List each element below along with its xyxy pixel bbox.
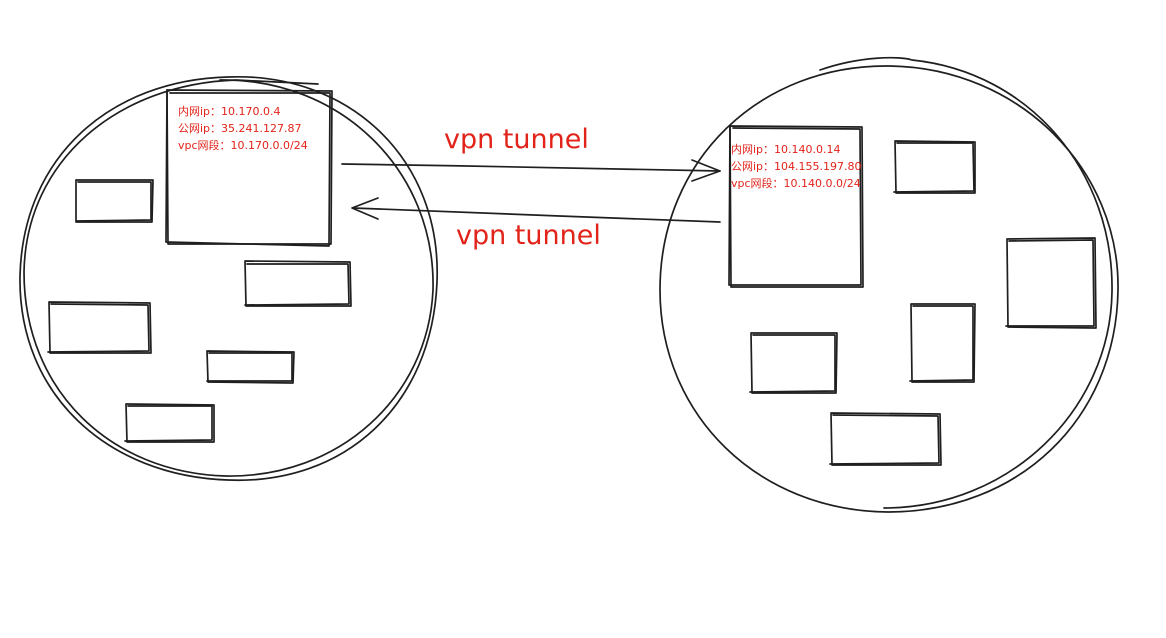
right-host-2 — [1005, 237, 1097, 329]
outbound-tunnel-label: vpn tunnel — [444, 124, 589, 155]
left-host-4 — [206, 350, 295, 384]
left-host-5 — [124, 403, 215, 443]
right-host-3 — [909, 303, 976, 383]
right-gateway-private-ip: 内网ip：10.140.0.14 — [731, 143, 841, 156]
right-host-4 — [749, 332, 838, 394]
return-tunnel-arrow — [351, 197, 721, 223]
left-vpc-circle — [19, 76, 438, 481]
right-vpc-circle — [659, 56, 1119, 513]
right-host-1 — [893, 140, 976, 194]
left-host-3 — [47, 301, 152, 354]
right-gateway-public-ip: 公网ip：104.155.197.80 — [731, 160, 862, 173]
right-gateway-box — [728, 125, 864, 288]
right-gateway-info: 内网ip：10.140.0.14 公网ip：104.155.197.80 vpc… — [731, 141, 862, 192]
left-gateway-private-ip: 内网ip：10.170.0.4 — [178, 105, 281, 118]
right-host-5 — [829, 412, 942, 466]
return-tunnel-label: vpn tunnel — [456, 220, 601, 251]
left-gateway-public-ip: 公网ip：35.241.127.87 — [178, 122, 302, 135]
left-gateway-vpc-cidr: vpc网段：10.170.0.0/24 — [178, 139, 308, 152]
left-gateway-info: 内网ip：10.170.0.4 公网ip：35.241.127.87 vpc网段… — [178, 103, 308, 154]
right-gateway-vpc-cidr: vpc网段：10.140.0.0/24 — [731, 177, 861, 190]
outbound-tunnel-arrow — [341, 159, 721, 182]
left-host-1 — [75, 179, 154, 223]
left-gateway-box — [165, 89, 333, 247]
left-host-2 — [244, 260, 352, 307]
